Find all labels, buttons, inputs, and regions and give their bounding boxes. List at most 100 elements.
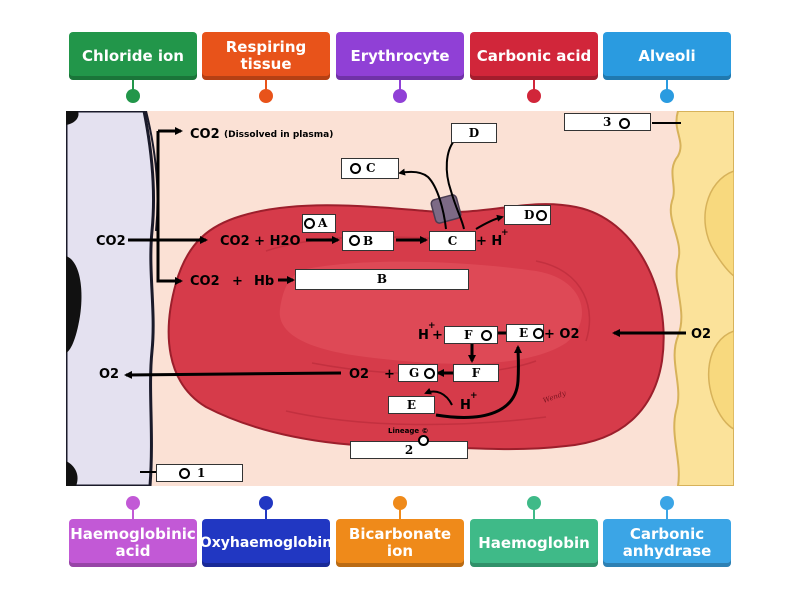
- arrow-h-to-e: [424, 387, 453, 406]
- arrow-to-d-right: [475, 214, 504, 230]
- pin-dot[interactable]: [527, 496, 541, 510]
- tile-respiring-tissue[interactable]: Respiring tissue: [202, 32, 330, 80]
- drop-box-a[interactable]: A: [302, 214, 336, 233]
- o2-right-label: O2: [691, 327, 711, 342]
- drop-box-d-right[interactable]: D: [504, 205, 551, 225]
- plus-superscript: +: [501, 228, 509, 238]
- tile-haemoglobinic-acid[interactable]: Haemoglobinic acid: [69, 519, 197, 567]
- pin-line: [533, 504, 535, 520]
- drop-box-e-right[interactable]: E: [506, 324, 544, 342]
- drop-box-label: 3: [603, 115, 612, 129]
- co2-hb-label: CO2: [190, 274, 220, 289]
- reaction-co2-h2o: CO2 + H2O: [220, 234, 301, 249]
- plus-h-label: + H: [476, 234, 502, 249]
- h-lower-label: H: [460, 398, 471, 413]
- dissolved-note: (Dissolved in plasma): [224, 130, 333, 140]
- drop-box-pin: [350, 163, 361, 174]
- drop-box-pin: [349, 235, 360, 246]
- pin-dot[interactable]: [126, 89, 140, 103]
- tissue-cell-left: [66, 111, 156, 486]
- drop-box-label: B: [363, 234, 374, 248]
- drop-box-pin: [424, 368, 435, 379]
- pin-line: [265, 80, 267, 90]
- pin-line: [399, 80, 401, 90]
- pin-line: [666, 80, 668, 90]
- pin-line: [265, 504, 267, 520]
- pin-line: [132, 80, 134, 90]
- drop-box-label: B: [376, 272, 388, 286]
- tile-oxyhaemoglobin[interactable]: Oxyhaemoglobin: [200, 519, 332, 567]
- h-plus-sign: +: [432, 328, 443, 343]
- o2-left-label: O2: [99, 367, 119, 382]
- tile-erythrocyte[interactable]: Erythrocyte: [336, 32, 464, 80]
- pin-line: [132, 504, 134, 520]
- h-label: H: [418, 328, 429, 343]
- pin-dot[interactable]: [660, 89, 674, 103]
- pin-dot[interactable]: [393, 496, 407, 510]
- tissue-cell-left-nucleus: [66, 111, 79, 125]
- h-lower-superscript: +: [470, 391, 478, 401]
- drop-box-label: F: [464, 328, 473, 342]
- drop-box-label: C: [447, 234, 458, 248]
- drop-box-pin: [481, 330, 492, 341]
- hb-label: Hb: [254, 274, 274, 289]
- drop-box-d-top[interactable]: D: [451, 123, 497, 143]
- alveolus-right: [669, 111, 734, 486]
- pin-dot[interactable]: [259, 496, 273, 510]
- plus-sign: +: [232, 274, 243, 289]
- co2-left-label: CO2: [96, 234, 126, 249]
- drop-box-label: F: [471, 366, 481, 380]
- tile-carbonic-anhydrase[interactable]: Carbonic anhydrase: [603, 519, 731, 567]
- drop-box-2[interactable]: 2: [350, 441, 468, 459]
- pin-line: [666, 504, 668, 520]
- arrow-o2-out: [124, 370, 342, 379]
- arrow-c-out: [398, 168, 447, 230]
- drop-box-1[interactable]: 1: [156, 464, 243, 482]
- drop-box-label: A: [318, 216, 328, 230]
- drop-box-g[interactable]: G: [398, 364, 438, 382]
- drop-box-pin: [179, 468, 190, 479]
- drop-box-label: 2: [404, 443, 414, 457]
- tile-haemoglobin[interactable]: Haemoglobin: [470, 519, 598, 567]
- tissue-cell-nucleus: [66, 256, 82, 353]
- plus-o2-label: + O2: [544, 327, 580, 342]
- drop-box-c-mid[interactable]: C: [429, 231, 476, 251]
- drop-box-b-long[interactable]: B: [295, 269, 469, 290]
- pin-line: [533, 80, 535, 90]
- co2-dissolved-formula: CO2: [190, 127, 220, 142]
- diagram-stage: CO2 (Dissolved in plasma) CO2 CO2 + H2O …: [66, 111, 734, 486]
- drop-box-label: C: [366, 161, 376, 175]
- drop-box-label: E: [406, 398, 417, 412]
- membrane-channel: [430, 194, 462, 224]
- drop-box-c-top[interactable]: C: [341, 158, 399, 179]
- pin-dot[interactable]: [393, 89, 407, 103]
- tile-bicarbonate-ion[interactable]: Bicarbonate ion: [336, 519, 464, 567]
- drop-box-e-lower[interactable]: E: [388, 396, 435, 414]
- arrow-co2-branch: [156, 131, 183, 285]
- lineage-credit: Lineage ©: [388, 427, 429, 435]
- drop-box-f-lower[interactable]: F: [453, 364, 499, 382]
- alveolus-right-inner: [704, 170, 734, 277]
- pin-line: [399, 504, 401, 520]
- tile-chloride-ion[interactable]: Chloride ion: [69, 32, 197, 80]
- o2-inner-label: O2: [349, 367, 369, 382]
- pin-dot[interactable]: [259, 89, 273, 103]
- drop-box-label: D: [468, 126, 480, 140]
- alveolus-right-inner: [707, 330, 734, 430]
- pin-dot[interactable]: [126, 496, 140, 510]
- pin-dot[interactable]: [527, 89, 541, 103]
- drop-box-b-small[interactable]: B: [342, 231, 394, 251]
- drop-box-label: E: [519, 326, 529, 340]
- tile-carbonic-acid[interactable]: Carbonic acid: [470, 32, 598, 80]
- drop-box-3[interactable]: 3: [564, 113, 651, 131]
- drop-box-pin: [304, 218, 315, 229]
- arrow-e-up: [435, 345, 523, 419]
- line-d-in: [445, 140, 465, 230]
- drop-box-f-upper[interactable]: F: [444, 326, 498, 344]
- plus-inner-label: +: [384, 367, 395, 382]
- drop-box-label: D: [524, 208, 535, 222]
- drop-box-pin: [536, 210, 547, 221]
- pin-dot[interactable]: [660, 496, 674, 510]
- tile-alveoli[interactable]: Alveoli: [603, 32, 731, 80]
- drop-box-pin: [619, 118, 630, 129]
